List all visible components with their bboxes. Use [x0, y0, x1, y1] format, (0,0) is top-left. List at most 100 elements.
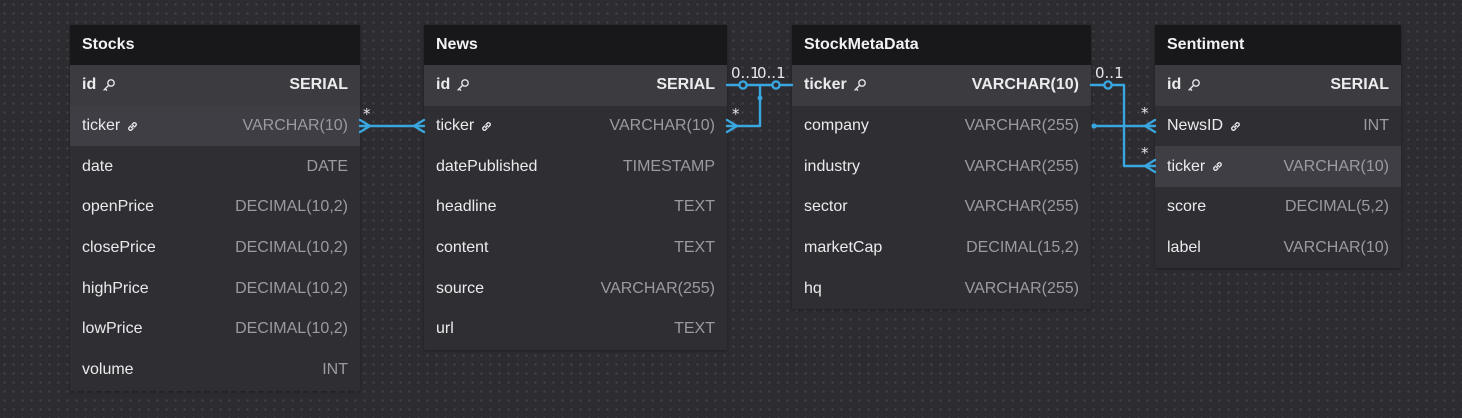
relationship-stocks-news[interactable] [358, 118, 426, 134]
cardinality-stockmetadata-to-sentiment: 0..1 [1095, 64, 1124, 82]
field-type: VARCHAR(10) [1283, 239, 1390, 257]
field-name: NewsID [1167, 117, 1242, 135]
field-sentiment-label[interactable]: label VARCHAR(10) [1155, 228, 1401, 269]
link-icon [1229, 120, 1242, 133]
field-sentiment-newsid[interactable]: NewsID INT [1155, 106, 1401, 147]
field-type: VARCHAR(255) [964, 117, 1079, 135]
field-type: VARCHAR(10) [242, 117, 349, 135]
field-type: VARCHAR(255) [964, 279, 1079, 297]
field-name: date [82, 157, 114, 175]
field-name: ticker [804, 76, 867, 94]
field-stocks-date[interactable]: date DATE [70, 146, 360, 187]
cardinality-stockmetadata-ticker: 0..1 [757, 64, 786, 82]
field-type: VARCHAR(255) [600, 279, 715, 297]
field-name: volume [82, 361, 134, 379]
cardinality-sentiment-ticker: * [1141, 144, 1149, 162]
field-name: closePrice [82, 239, 156, 257]
field-news-id[interactable]: id SERIAL [424, 65, 727, 106]
field-type: TEXT [674, 239, 715, 257]
link-icon [1211, 160, 1224, 173]
field-stocks-lowprice[interactable]: lowPrice DECIMAL(10,2) [70, 309, 360, 350]
field-name: score [1167, 198, 1207, 216]
table-stocks-title[interactable]: Stocks [70, 25, 360, 65]
field-stocks-id[interactable]: id SERIAL [70, 65, 360, 106]
field-name: ticker [82, 117, 139, 135]
field-name: content [436, 239, 489, 257]
field-name: highPrice [82, 279, 149, 297]
field-name: source [436, 279, 485, 297]
link-icon [480, 120, 493, 133]
field-sentiment-score[interactable]: score DECIMAL(5,2) [1155, 187, 1401, 228]
field-type: SERIAL [1330, 76, 1389, 94]
field-name: ticker [1167, 158, 1224, 176]
cardinality-stocks-ticker: * [363, 105, 371, 123]
field-type: DATE [306, 157, 348, 175]
table-news[interactable]: News id SERIAL ticker VARCHAR(10) datePu… [424, 25, 727, 350]
key-icon [456, 78, 470, 92]
field-type: DECIMAL(10,2) [235, 198, 348, 216]
field-name: headline [436, 198, 497, 216]
field-stockmetadata-industry[interactable]: industry VARCHAR(255) [792, 146, 1091, 187]
field-sentiment-id[interactable]: id SERIAL [1155, 65, 1401, 106]
table-stockmetadata-title[interactable]: StockMetaData [792, 25, 1091, 65]
key-icon [853, 78, 867, 92]
field-stocks-openprice[interactable]: openPrice DECIMAL(10,2) [70, 187, 360, 228]
field-type: DECIMAL(15,2) [966, 239, 1079, 257]
cardinality-sentiment-newsid: * [1141, 104, 1149, 122]
field-type: INT [1363, 117, 1389, 135]
field-name: label [1167, 239, 1201, 257]
field-type: VARCHAR(255) [964, 157, 1079, 175]
field-stockmetadata-hq[interactable]: hq VARCHAR(255) [792, 268, 1091, 309]
field-stockmetadata-company[interactable]: company VARCHAR(255) [792, 106, 1091, 147]
field-stockmetadata-ticker[interactable]: ticker VARCHAR(10) [792, 65, 1091, 106]
key-icon [1187, 78, 1201, 92]
field-name: lowPrice [82, 320, 143, 338]
field-news-ticker[interactable]: ticker VARCHAR(10) [424, 106, 727, 147]
field-type: TEXT [674, 198, 715, 216]
field-type: TEXT [674, 320, 715, 338]
field-type: VARCHAR(255) [964, 198, 1079, 216]
field-stocks-highprice[interactable]: highPrice DECIMAL(10,2) [70, 268, 360, 309]
field-news-content[interactable]: content TEXT [424, 228, 727, 269]
link-icon [126, 120, 139, 133]
field-type: VARCHAR(10) [1283, 157, 1390, 175]
field-type: SERIAL [289, 76, 348, 94]
field-type: DECIMAL(10,2) [235, 279, 348, 297]
field-name: ticker [436, 117, 493, 135]
field-type: SERIAL [656, 76, 715, 94]
field-stocks-volume[interactable]: volume INT [70, 350, 360, 391]
field-name: id [82, 76, 116, 94]
field-type: DECIMAL(10,2) [235, 239, 348, 257]
field-type: VARCHAR(10) [609, 117, 716, 135]
table-news-title[interactable]: News [424, 25, 727, 65]
field-type: DECIMAL(5,2) [1284, 198, 1389, 216]
relationship-stockmetadata-sentiment[interactable] [1089, 80, 1157, 174]
table-stockmetadata[interactable]: StockMetaData ticker VARCHAR(10) company… [792, 25, 1091, 310]
field-sentiment-ticker[interactable]: ticker VARCHAR(10) [1155, 146, 1401, 188]
field-stocks-closeprice[interactable]: closePrice DECIMAL(10,2) [70, 228, 360, 269]
field-news-url[interactable]: url TEXT [424, 309, 727, 350]
table-stocks[interactable]: Stocks id SERIAL ticker VARCHAR(10) date… [70, 25, 360, 391]
field-stockmetadata-sector[interactable]: sector VARCHAR(255) [792, 187, 1091, 228]
key-icon [102, 78, 116, 92]
field-name: hq [804, 279, 822, 297]
field-news-headline[interactable]: headline TEXT [424, 187, 727, 228]
field-name: sector [804, 198, 848, 216]
relationship-news-stockmetadata[interactable] [725, 80, 794, 134]
field-name: industry [804, 157, 861, 175]
field-news-source[interactable]: source VARCHAR(255) [424, 268, 727, 309]
field-name: company [804, 117, 869, 135]
field-name: openPrice [82, 198, 155, 216]
field-name: marketCap [804, 239, 883, 257]
field-name: id [436, 76, 470, 94]
field-stocks-ticker[interactable]: ticker VARCHAR(10) [70, 105, 360, 147]
table-sentiment-title[interactable]: Sentiment [1155, 25, 1401, 65]
field-type: TIMESTAMP [622, 157, 715, 175]
table-sentiment[interactable]: Sentiment id SERIAL NewsID INT ticker VA… [1155, 25, 1401, 269]
field-name: id [1167, 76, 1201, 94]
field-name: datePublished [436, 157, 538, 175]
field-type: DECIMAL(10,2) [235, 320, 348, 338]
field-news-datepublished[interactable]: datePublished TIMESTAMP [424, 146, 727, 187]
field-stockmetadata-marketcap[interactable]: marketCap DECIMAL(15,2) [792, 228, 1091, 269]
cardinality-news-ticker: * [732, 105, 740, 123]
